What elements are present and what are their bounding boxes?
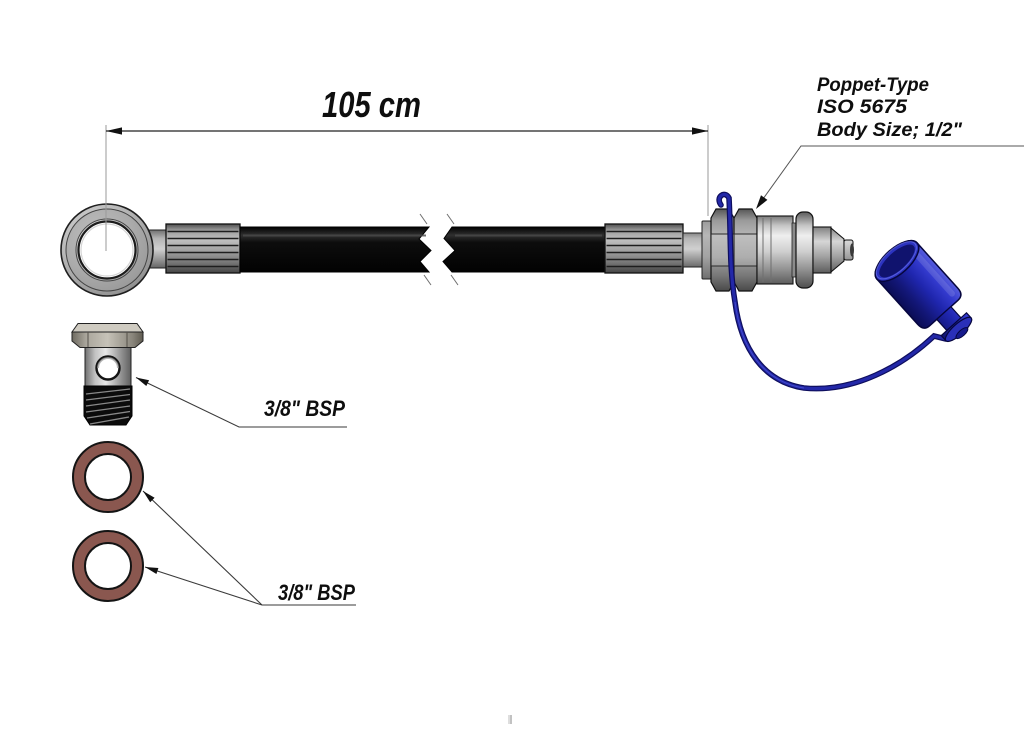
washers-callout: 3/8" BSP: [142, 490, 356, 606]
banjo-bolt: [71, 323, 144, 426]
dimension-105cm: 105 cm: [105, 84, 709, 251]
coupler-note-line-1: Poppet-Type: [817, 75, 929, 96]
ferrule-left-ribs: [167, 230, 239, 268]
hex-facet-band: [711, 234, 757, 266]
washer-2-bore: [84, 542, 132, 590]
dimension-label: 105 cm: [322, 84, 421, 125]
bolt-head-front: [71, 331, 144, 348]
bolt-leader-arrow: [136, 377, 150, 386]
bolt-leader-line: [135, 377, 347, 428]
coupler-sleeve: [812, 226, 832, 274]
bolt-cross-hole: [95, 355, 121, 381]
coupler-note-line-3: Body Size; 1/2": [817, 120, 963, 141]
coupler-nose-cone: [830, 226, 845, 274]
hose-left-segment: [239, 226, 432, 273]
ferrule-right-ribs: [606, 230, 682, 268]
bolt-hole-shadow: [97, 357, 119, 369]
cap-nub: [955, 327, 969, 340]
coupler-tip-face: [850, 243, 854, 257]
hose-right-segment: [442, 226, 606, 273]
bolt-thread-hatch: [85, 388, 131, 425]
coupler-leader-line: [757, 145, 1024, 207]
cap-mouth-interior: [879, 244, 915, 278]
washer-1-leader: [142, 490, 263, 606]
banjo-ring-line-inner: [75, 218, 139, 282]
bolt-callout: 3/8" BSP: [135, 377, 347, 428]
coupler-note-line-2: ISO 5675: [817, 97, 907, 118]
page-mark-light: [508, 715, 510, 724]
hose-assembly: [60, 203, 854, 297]
cap-mouth-highlight: [875, 241, 917, 280]
ferrule-left: [165, 223, 241, 274]
washer-1-leader-arrow: [143, 491, 155, 503]
banjo-ring-line-outer: [65, 208, 149, 292]
lanyard-cord: [716, 191, 949, 392]
washer-1-bore: [84, 453, 132, 501]
dimension-arrow-left: [106, 127, 122, 135]
coupler-body: [756, 215, 794, 285]
ferrule-right: [604, 223, 684, 274]
washer-1: [72, 441, 144, 513]
break-tick-marks: [419, 213, 459, 286]
hose: [239, 213, 606, 286]
quick-coupler-plug: [682, 208, 854, 292]
washer-2-leader-arrow: [145, 567, 159, 574]
washer-2: [72, 530, 144, 602]
dust-cap: [874, 239, 973, 343]
dimension-arrow-right: [692, 127, 708, 135]
coupler-callout: Poppet-Type ISO 5675 Body Size; 1/2": [756, 75, 1024, 209]
bolt-head-top: [71, 323, 144, 333]
page-mark: [508, 715, 512, 724]
coupler-leader-arrow: [756, 195, 768, 209]
banjo-ring-fitting: [60, 203, 170, 297]
coupler-collar: [701, 220, 712, 280]
page-mark-dark: [510, 715, 512, 724]
bolt-label: 3/8" BSP: [264, 396, 345, 421]
banjo-ring-face: [66, 209, 148, 291]
washer-2-leader: [144, 566, 263, 606]
coupler-neck: [682, 232, 705, 268]
washers-label: 3/8" BSP: [278, 580, 355, 605]
banjo-ring-bore-rim: [80, 223, 134, 277]
banjo-ring-bore: [77, 220, 137, 280]
dust-cap-assembly: [716, 191, 973, 392]
cap-highlight: [911, 249, 955, 297]
lanyard-highlight: [734, 301, 805, 389]
coupler-rib: [795, 211, 814, 289]
